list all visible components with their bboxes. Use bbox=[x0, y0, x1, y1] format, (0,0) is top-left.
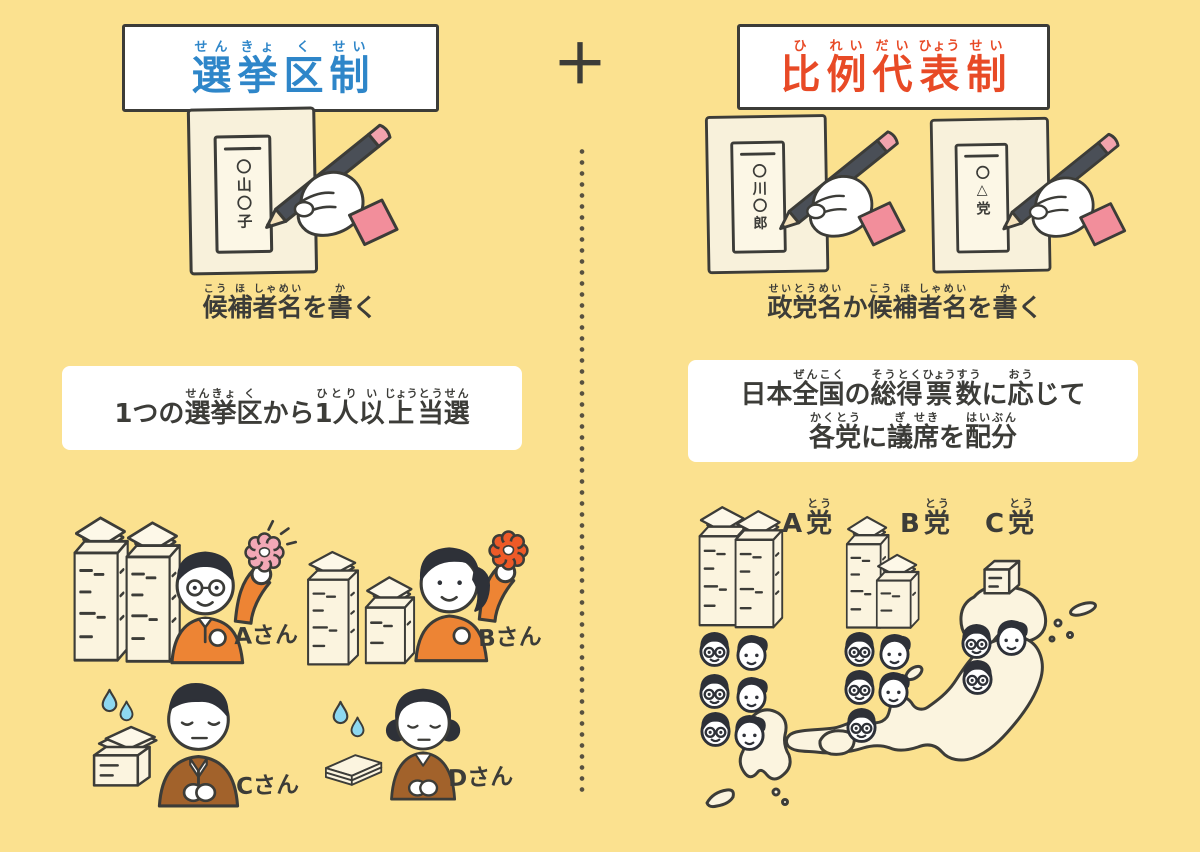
ballot-stack-b1 bbox=[306, 550, 360, 666]
left-rule-text: 1つの選せん挙きょ区くから1人ひとり以い上じょう当とう選せん bbox=[114, 386, 470, 429]
loser-d-label: Dさん bbox=[447, 763, 514, 793]
left-rule-box: 1つの選せん挙きょ区くから1人ひとり以い上じょう当とう選せん bbox=[62, 366, 522, 450]
right-rule-box: 日本全ぜん国こくの総そう得とく票ひょう数すうに応おうじて 各かく党とうに議ぎ席せ… bbox=[688, 360, 1138, 462]
loser-c-label: Cさん bbox=[235, 771, 300, 801]
winner-b-label: Bさん bbox=[477, 623, 543, 653]
dotted-divider bbox=[579, 146, 585, 792]
ballot-writing-illustration-right-1: 〇川〇郎 bbox=[700, 106, 930, 288]
ballot-writing-illustration-right-2: 〇△党 bbox=[925, 108, 1150, 288]
tear-icon bbox=[101, 688, 118, 713]
svg-text:〇山〇子: 〇山〇子 bbox=[234, 158, 253, 232]
winner-a-label: Aさん bbox=[233, 621, 299, 651]
right-caption: 政せい党とう名めいか候こう補ほ者しゃ名めいを書かく bbox=[767, 284, 1043, 322]
ballot-writing-illustration-left: 〇山〇子 bbox=[178, 104, 428, 284]
party-c-stack bbox=[983, 559, 1021, 595]
right-title-box: 比ひ例れい代だい表ひょう制せい bbox=[737, 24, 1050, 110]
left-title-box: 選せん挙きょ区く制せい bbox=[122, 24, 439, 112]
left-caption: 候こう補ほ者しゃ名めいを書かく bbox=[202, 284, 378, 322]
tear-icon bbox=[332, 700, 349, 725]
japan-map bbox=[705, 584, 1097, 809]
right-title: 比ひ例れい代だい表ひょう制せい bbox=[780, 38, 1007, 98]
left-title: 選せん挙きょ区く制せい bbox=[191, 39, 370, 99]
right-rule-line2: 各かく党とうに議ぎ席せきを配はい分ぶん bbox=[808, 411, 1018, 453]
right-rule-line1: 日本全ぜん国こくの総そう得とく票ひょう数すうに応おうじて bbox=[740, 368, 1086, 411]
svg-text:〇△党: 〇△党 bbox=[974, 165, 991, 218]
svg-text:〇川〇郎: 〇川〇郎 bbox=[750, 162, 768, 233]
plus-icon: ＋ bbox=[553, 33, 607, 96]
